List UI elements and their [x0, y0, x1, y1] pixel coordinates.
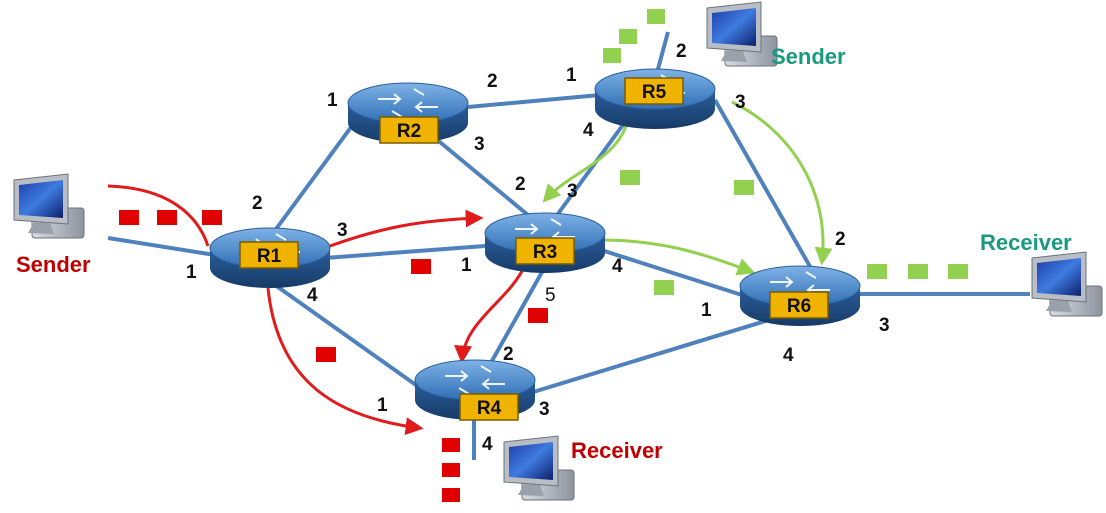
red-packet [157, 210, 177, 225]
green-arrow-r5-to-r6 [731, 100, 833, 266]
router-label-box [379, 116, 439, 144]
router-label-r4: R4 [477, 398, 502, 419]
computer-icon [706, 1, 778, 67]
port-label-r4-2: 2 [503, 344, 514, 365]
green-packet [734, 180, 754, 195]
router-label-r1: R1 [257, 246, 282, 267]
router-r5: R5 [594, 68, 716, 129]
router-r1: R1 [209, 227, 331, 288]
link-r5-r6 [713, 99, 814, 271]
red-flow-arrows [107, 184, 527, 436]
router-r2: R2 [347, 82, 469, 144]
port-label-r2-3: 3 [474, 134, 485, 155]
port-label-r4-4: 4 [482, 434, 493, 455]
red-packets [119, 210, 548, 502]
green-packet [603, 48, 621, 63]
red-arrow-sender-to-r1 [107, 184, 210, 247]
link-r5-r3 [550, 116, 630, 224]
green-packet [908, 264, 928, 279]
link-r1-r2 [266, 113, 362, 242]
port-label-r1-2: 2 [252, 193, 263, 214]
green-packet [948, 264, 968, 279]
computer-icon [1031, 251, 1103, 317]
green-packet [619, 29, 637, 44]
red-packet [316, 347, 336, 362]
port-label-r2-1: 1 [327, 90, 338, 111]
computer-icon [13, 173, 85, 239]
port-label-r1-4: 4 [307, 285, 318, 306]
port-label-r4-1: 1 [377, 395, 388, 416]
port-label-r4-3: 3 [539, 399, 550, 420]
port-label-r6-4: 4 [783, 345, 794, 366]
sender-green-label: Sender [771, 44, 846, 69]
receiver-green-label: Receiver [980, 230, 1072, 255]
router-label-r6: R6 [787, 296, 811, 317]
hosts [13, 1, 1103, 501]
red-packet [119, 210, 139, 225]
port-label-r5-3: 3 [735, 92, 746, 113]
port-label-r3-3: 3 [567, 181, 578, 202]
port-label-r5-1: 1 [566, 65, 577, 86]
port-label-r1-3: 3 [337, 220, 348, 241]
green-arrow-r5-to-r3 [542, 119, 630, 203]
red-packet [442, 488, 460, 502]
port-label-r6-1: 1 [701, 300, 712, 321]
router-label-box [624, 77, 684, 105]
sender-red-label: Sender [16, 252, 91, 277]
red-arrow-r1-to-r4 [266, 287, 424, 436]
router-r4: R4 [414, 359, 536, 421]
link-r2-r3 [433, 136, 542, 227]
red-arrow-r1-to-r3 [329, 209, 484, 248]
green-packet [647, 9, 665, 24]
port-label-r6-3: 3 [879, 315, 890, 336]
green-arrow-r3-to-r6 [599, 238, 756, 276]
receiver-red-label: Receiver [571, 438, 663, 463]
red-packet [442, 438, 460, 452]
red-arrow-r3-to-r4 [454, 264, 527, 364]
router-label-box [239, 241, 299, 269]
red-packet [202, 210, 222, 225]
green-packet [620, 170, 640, 185]
red-packet [528, 308, 548, 323]
link-r3-r6 [594, 246, 746, 298]
port-label-r6-2: 2 [835, 229, 846, 250]
router-arrows-icon [378, 88, 438, 118]
port-label-r2-2: 2 [487, 71, 498, 92]
port-label-r3-1: 1 [461, 255, 472, 276]
router-r6: R6 [739, 265, 861, 326]
link-r1-r3 [324, 244, 486, 260]
router-label-box [769, 291, 829, 319]
red-packet [411, 259, 431, 274]
router-label-r2: R2 [397, 121, 421, 142]
port-label-r3-2: 2 [515, 174, 526, 195]
port-labels: 1 2 3 4 1 2 3 1 2 3 4 5 1 2 3 4 1 2 3 4 … [186, 41, 890, 455]
link-r4-r6 [529, 313, 786, 395]
port-label-r5-2: 2 [676, 41, 687, 62]
link-r1-r4 [266, 278, 432, 397]
green-packets [603, 9, 968, 295]
link-sender-r1 [107, 236, 216, 257]
port-label-r3-4: 4 [612, 256, 623, 277]
router-label-r5: R5 [642, 82, 667, 103]
port-label-r5-4: 4 [583, 120, 594, 141]
router-label-box [459, 393, 519, 421]
computer-icon [503, 435, 575, 501]
router-r3: R3 [484, 212, 606, 273]
green-flow-arrows [542, 100, 833, 276]
router-arrows-icon [445, 365, 505, 395]
green-packet [867, 264, 887, 279]
router-label-box [515, 237, 575, 265]
port-label-r1-1: 1 [186, 262, 197, 283]
red-packet [442, 463, 460, 477]
router-label-r3: R3 [533, 242, 557, 263]
link-r3-r4 [482, 264, 548, 376]
port-label-r3-5: 5 [545, 285, 556, 306]
green-packet [654, 280, 674, 295]
